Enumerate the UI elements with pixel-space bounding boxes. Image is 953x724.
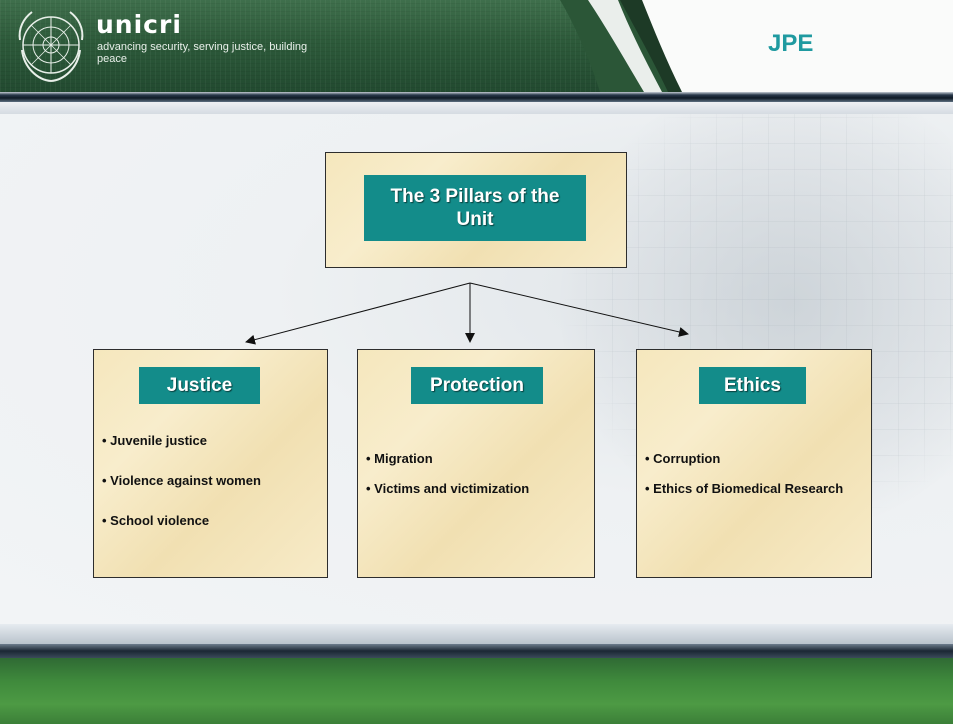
un-emblem-icon	[18, 11, 84, 82]
pillar-item: • School violence	[102, 513, 210, 528]
pillar-items-ethics: • Corruption • Ethics of Biomedical Rese…	[645, 451, 860, 511]
root-label: The 3 Pillars of the Unit	[364, 175, 586, 241]
pillar-label-ethics: Ethics	[699, 367, 806, 404]
pillar-label-protection: Protection	[411, 367, 543, 404]
header-swoosh	[560, 0, 682, 92]
pillar-items-protection: • Migration • Victims and victimization	[366, 451, 581, 511]
pillar-ethics: Ethics • Corruption • Ethics of Biomedic…	[636, 349, 872, 578]
pillar-item: • Ethics of Biomedical Research	[645, 481, 844, 496]
pillar-items-justice: • Juvenile justice • Violence against wo…	[102, 433, 317, 553]
pillar-item: • Juvenile justice	[102, 433, 207, 448]
header-divider-light	[0, 102, 953, 114]
brand-title: JPE	[768, 30, 814, 57]
footer-dark-stripe	[0, 644, 953, 658]
header-banner: unicri advancing security, serving justi…	[0, 0, 953, 92]
pillar-item: • Victims and victimization	[366, 481, 530, 496]
pillar-label-justice: Justice	[139, 367, 260, 404]
footer-green-band	[0, 658, 953, 724]
unicri-logo-word: unicri	[96, 10, 182, 39]
arrow-to-ethics	[469, 282, 689, 337]
pillar-item: • Migration	[366, 451, 433, 466]
pillar-item: • Violence against women	[102, 473, 261, 488]
arrow-to-justice	[245, 282, 471, 345]
header-right-panel	[640, 0, 953, 92]
pillar-justice: Justice • Juvenile justice • Violence ag…	[93, 349, 328, 578]
pillar-protection: Protection • Migration • Victims and vic…	[357, 349, 595, 578]
pillar-item: • Corruption	[645, 451, 721, 466]
footer-light-band	[0, 624, 953, 644]
header-tagline: advancing security, serving justice, bui…	[97, 41, 308, 65]
header-divider-stripe	[0, 92, 953, 102]
root-node: The 3 Pillars of the Unit	[325, 152, 627, 268]
